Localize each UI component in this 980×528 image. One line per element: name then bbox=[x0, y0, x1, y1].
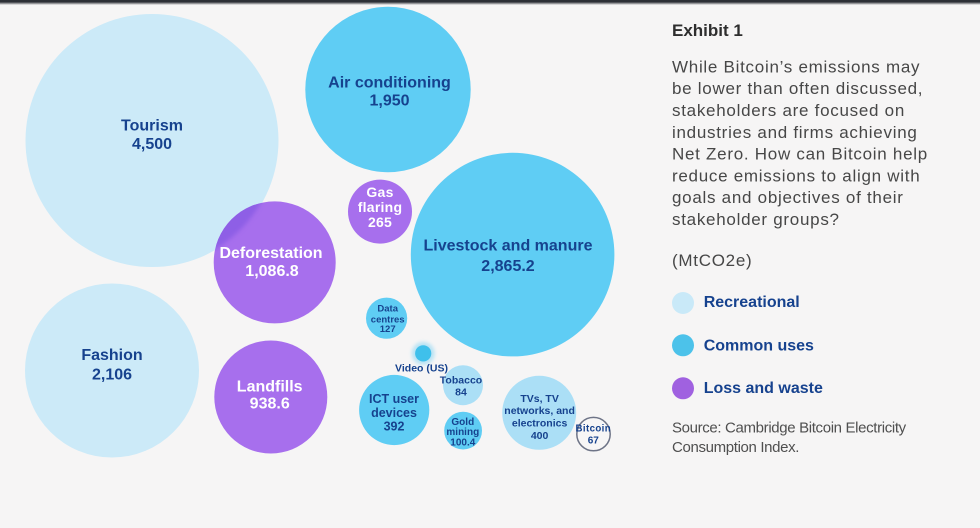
svg-text:While Bitcoin’s emissions may: While Bitcoin’s emissions may bbox=[672, 57, 920, 76]
svg-text:400: 400 bbox=[531, 430, 549, 442]
svg-text:mining: mining bbox=[446, 427, 479, 438]
svg-text:Recreational: Recreational bbox=[704, 294, 800, 311]
svg-text:Deforestation: Deforestation bbox=[219, 245, 322, 262]
svg-text:stakeholder groups?: stakeholder groups? bbox=[672, 210, 840, 229]
svg-text:Fashion: Fashion bbox=[81, 347, 142, 364]
svg-text:2,865.2: 2,865.2 bbox=[481, 258, 534, 275]
svg-text:Exhibit 1: Exhibit 1 bbox=[672, 21, 743, 40]
svg-text:67: 67 bbox=[588, 435, 600, 446]
svg-text:electronics: electronics bbox=[512, 418, 568, 430]
svg-text:flaring: flaring bbox=[358, 199, 403, 215]
svg-text:Landfills: Landfills bbox=[237, 378, 303, 395]
svg-text:Gas: Gas bbox=[366, 184, 393, 200]
svg-text:84: 84 bbox=[455, 386, 467, 398]
svg-text:be lower than often discussed,: be lower than often discussed, bbox=[672, 79, 923, 98]
svg-text:Common uses: Common uses bbox=[704, 337, 814, 354]
svg-text:2,106: 2,106 bbox=[92, 367, 132, 384]
svg-text:Tourism: Tourism bbox=[121, 118, 183, 135]
svg-text:networks, and: networks, and bbox=[504, 405, 575, 417]
svg-text:centres: centres bbox=[371, 314, 405, 325]
svg-text:1,086.8: 1,086.8 bbox=[245, 263, 298, 280]
svg-text:stakeholders are focused on: stakeholders are focused on bbox=[672, 101, 905, 120]
svg-text:ICT user: ICT user bbox=[369, 392, 419, 406]
svg-text:Bitcoin: Bitcoin bbox=[575, 424, 611, 435]
svg-text:Consumption Index.: Consumption Index. bbox=[672, 439, 799, 456]
svg-text:Net Zero. How can Bitcoin help: Net Zero. How can Bitcoin help bbox=[672, 145, 928, 164]
svg-text:Video (US): Video (US) bbox=[395, 363, 448, 375]
svg-text:industries and firms achieving: industries and firms achieving bbox=[672, 123, 918, 142]
svg-text:devices: devices bbox=[371, 406, 417, 420]
svg-text:reduce emissions to align with: reduce emissions to align with bbox=[672, 166, 920, 185]
svg-text:Tobacco: Tobacco bbox=[440, 375, 482, 387]
svg-text:4,500: 4,500 bbox=[132, 136, 172, 153]
svg-text:100.4: 100.4 bbox=[450, 437, 475, 448]
svg-text:Livestock and manure: Livestock and manure bbox=[424, 238, 593, 255]
svg-text:265: 265 bbox=[368, 214, 392, 230]
svg-text:goals and objectives of their: goals and objectives of their bbox=[672, 188, 904, 207]
svg-text:Gold: Gold bbox=[451, 417, 474, 428]
svg-text:(MtCO2e): (MtCO2e) bbox=[672, 251, 752, 270]
svg-text:1,950: 1,950 bbox=[369, 93, 409, 110]
svg-text:392: 392 bbox=[384, 419, 405, 433]
svg-text:Source: Cambridge Bitcoin Elec: Source: Cambridge Bitcoin Electricity bbox=[672, 420, 907, 437]
svg-text:TVs, TV: TVs, TV bbox=[520, 393, 559, 405]
svg-text:938.6: 938.6 bbox=[250, 396, 290, 413]
svg-text:Data: Data bbox=[377, 304, 398, 315]
svg-text:Loss and waste: Loss and waste bbox=[704, 380, 823, 397]
svg-text:Air conditioning: Air conditioning bbox=[328, 75, 451, 92]
svg-text:127: 127 bbox=[380, 324, 396, 335]
